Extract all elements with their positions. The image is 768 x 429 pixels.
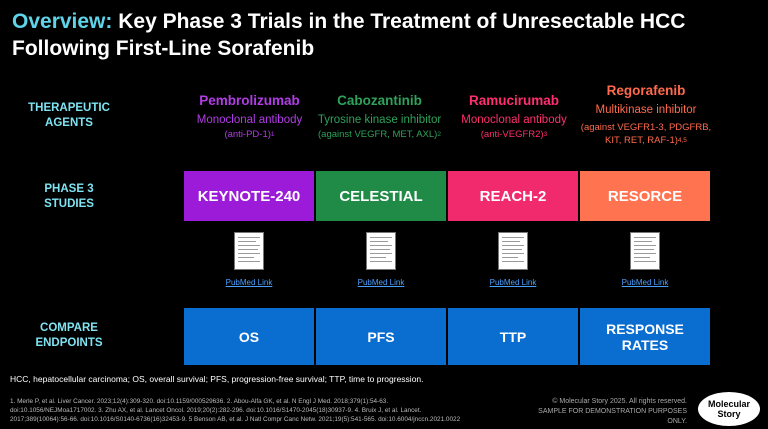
agent-regorafenib: Regorafenib Multikinase inhibitor (again… <box>580 83 712 146</box>
slide-title: Overview: Key Phase 3 Trials in the Trea… <box>12 8 756 62</box>
pubmed-link-celestial[interactable]: PubMed Link <box>357 278 405 287</box>
paper-thumbnail <box>499 233 527 269</box>
pubmed-link-keynote-240[interactable]: PubMed Link <box>225 278 273 287</box>
paper-thumbnail <box>367 233 395 269</box>
agent-ramucirumab: Ramucirumab Monoclonal antibody (anti-VE… <box>461 93 567 140</box>
study-keynote-240: KEYNOTE-240 <box>183 170 315 222</box>
endpoint-os: OS <box>183 307 315 366</box>
study-reach-2: REACH-2 <box>447 170 579 222</box>
study-resorce: RESORCE <box>579 170 711 222</box>
abbreviations-footnote: HCC, hepatocellular carcinoma; OS, overa… <box>10 374 424 384</box>
agent-pembrolizumab: Pembrolizumab Monoclonal antibody (anti-… <box>196 93 303 140</box>
endpoint-ttp: TTP <box>447 307 579 366</box>
title-line1: Key Phase 3 Trials in the Treatment of U… <box>112 10 686 33</box>
study-celestial: CELESTIAL <box>315 170 447 222</box>
molecular-story-logo: Molecular Story <box>698 392 760 426</box>
title-highlight: Overview: <box>12 10 113 33</box>
agent-cabozantinib: Cabozantinib Tyrosine kinase inhibitor (… <box>317 93 442 140</box>
endpoint-pfs: PFS <box>315 307 447 366</box>
title-line2: Following First-Line Sorafenib <box>12 37 315 60</box>
copyright-notice: © Molecular Story 2025. All rights reser… <box>538 398 687 425</box>
pubmed-link-reach-2[interactable]: PubMed Link <box>489 278 537 287</box>
paper-thumbnail <box>235 233 263 269</box>
paper-thumbnail <box>631 233 659 269</box>
pubmed-link-resorce[interactable]: PubMed Link <box>621 278 669 287</box>
references: 1. Merle P, et al. Liver Cancer. 2023;12… <box>10 398 461 423</box>
